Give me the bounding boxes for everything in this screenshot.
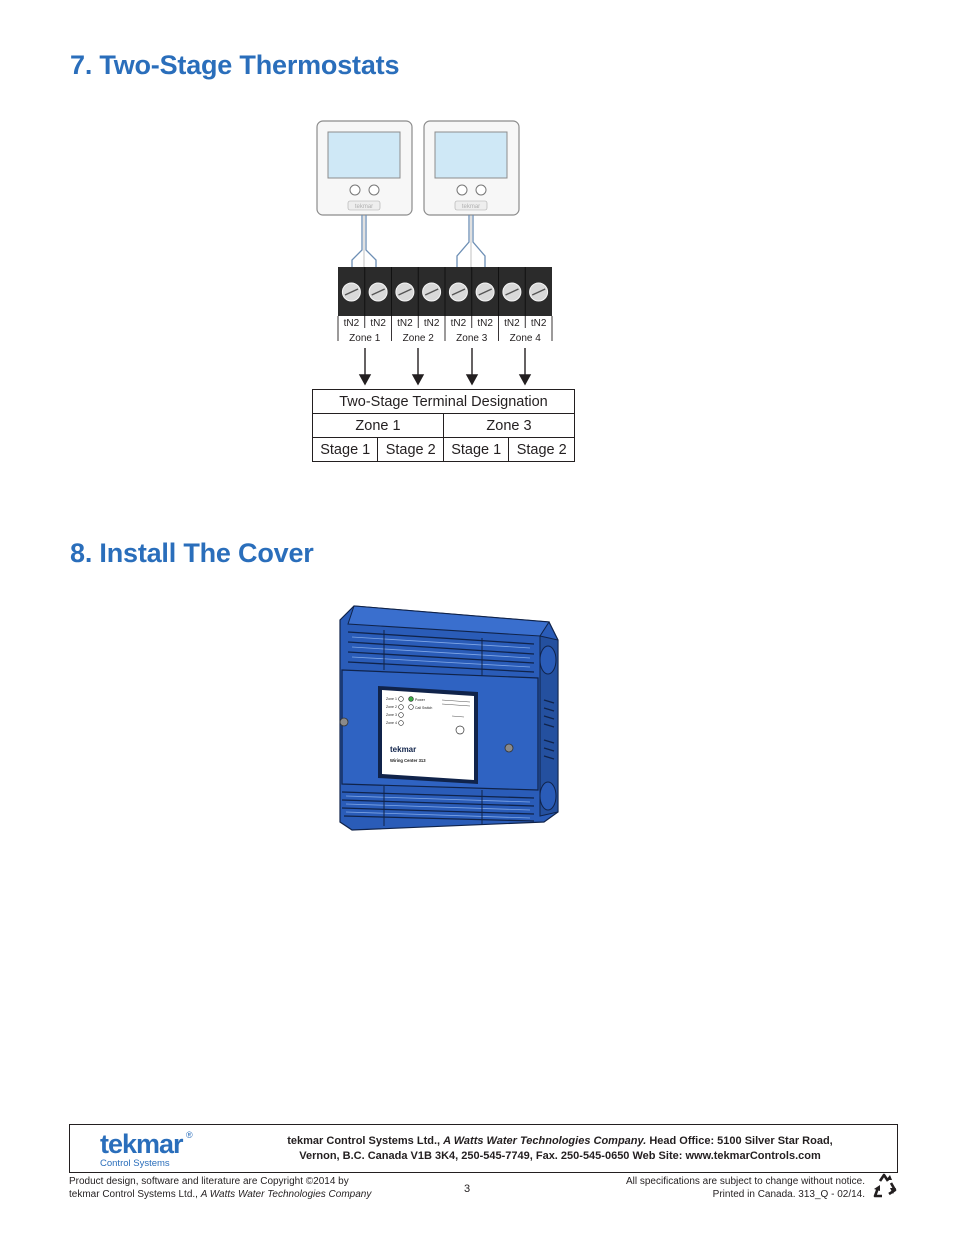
device-indicator-label: Power: [415, 698, 426, 702]
page-number: 3: [464, 1183, 471, 1195]
device-model: Wiring Center 313: [390, 758, 426, 763]
wiring-center-cover-illustration: Zone 1 Zone 2 Zone 3 Zone 4 Power Call S…: [334, 600, 562, 832]
recycle-icon: [871, 1172, 899, 1205]
copyright-line-2: tekmar Control Systems Ltd.,: [69, 1189, 198, 1200]
copyright-line-2-italic: A Watts Water Technologies Company: [200, 1189, 372, 1200]
zone-label: Zone 3: [456, 333, 488, 344]
terminal-block: tN2 tN2 tN2 tN2 tN2 tN2 tN2 tN2 Zone 1 Z…: [337, 267, 553, 344]
device-zone-label: Zone 2: [386, 705, 397, 709]
company-tagline: A Watts Water Technologies Company.: [443, 1135, 647, 1147]
spec-notice: All specifications are subject to change…: [580, 1175, 865, 1201]
device-zone-label: Zone 4: [386, 721, 397, 725]
device-zone-label: Zone 1: [386, 697, 397, 701]
zone-label: Zone 2: [403, 333, 435, 344]
company-address: tekmar Control Systems Ltd., A Watts Wat…: [230, 1134, 890, 1164]
terminal-label: tN2: [477, 318, 493, 329]
terminal-label: tN2: [397, 318, 413, 329]
logo-subtitle: Control Systems: [100, 1158, 170, 1169]
table-stage-cell: Stage 1: [442, 437, 510, 462]
terminal-designation-table: Two-Stage Terminal Designation Zone 1 Zo…: [311, 389, 576, 462]
device-indicator-label: Call Switch: [415, 706, 432, 710]
thermostat-2: tekmar: [423, 120, 520, 216]
device-zone-label: Zone 3: [386, 713, 397, 717]
terminal-label: tN2: [531, 318, 547, 329]
wires: [351, 215, 486, 267]
terminal-label: tN2: [424, 318, 440, 329]
table-zone-cell: Zone 3: [442, 413, 576, 438]
table-stage-cell: Stage 2: [508, 437, 575, 462]
table-stage-cell: Stage 2: [377, 437, 444, 462]
section-8-title: 8. Install The Cover: [70, 538, 314, 568]
copyright-notice: Product design, software and literature …: [69, 1175, 371, 1201]
company-contact: Vernon, B.C. Canada V1B 3K4, 250-545-774…: [299, 1150, 821, 1162]
zone-label: Zone 4: [510, 333, 542, 344]
spec-line-1: All specifications are subject to change…: [625, 1176, 865, 1187]
thermostat-1: tekmar: [316, 120, 413, 216]
footer-company-box: tekmar ® Control Systems tekmar Control …: [69, 1124, 898, 1173]
thermostat-1-brand: tekmar: [355, 204, 373, 210]
designation-arrows: [358, 348, 532, 386]
two-stage-wiring-diagram: tekmar tekmar: [300, 112, 600, 392]
terminal-label: tN2: [344, 318, 360, 329]
section-7-title: 7. Two-Stage Thermostats: [70, 50, 400, 80]
terminal-label: tN2: [451, 318, 467, 329]
company-head-office: Head Office: 5100 Silver Star Road,: [649, 1135, 833, 1147]
tekmar-logo: tekmar ® Control Systems: [100, 1129, 193, 1169]
spec-line-2: Printed in Canada. 313_Q - 02/14.: [712, 1189, 865, 1200]
table-stage-cell: Stage 1: [311, 437, 379, 462]
thermostat-2-brand: tekmar: [462, 204, 480, 210]
terminal-label: tN2: [370, 318, 386, 329]
company-name: tekmar Control Systems Ltd.,: [287, 1135, 441, 1147]
device-brand: tekmar: [390, 745, 416, 754]
table-zone-cell: Zone 1: [312, 413, 444, 438]
logo-registered-mark: ®: [186, 1130, 193, 1140]
logo-wordmark: tekmar: [100, 1129, 184, 1159]
terminal-label: tN2: [504, 318, 520, 329]
zone-label: Zone 1: [349, 333, 381, 344]
table-header: Two-Stage Terminal Designation: [312, 389, 575, 414]
copyright-line-1: Product design, software and literature …: [69, 1176, 349, 1187]
